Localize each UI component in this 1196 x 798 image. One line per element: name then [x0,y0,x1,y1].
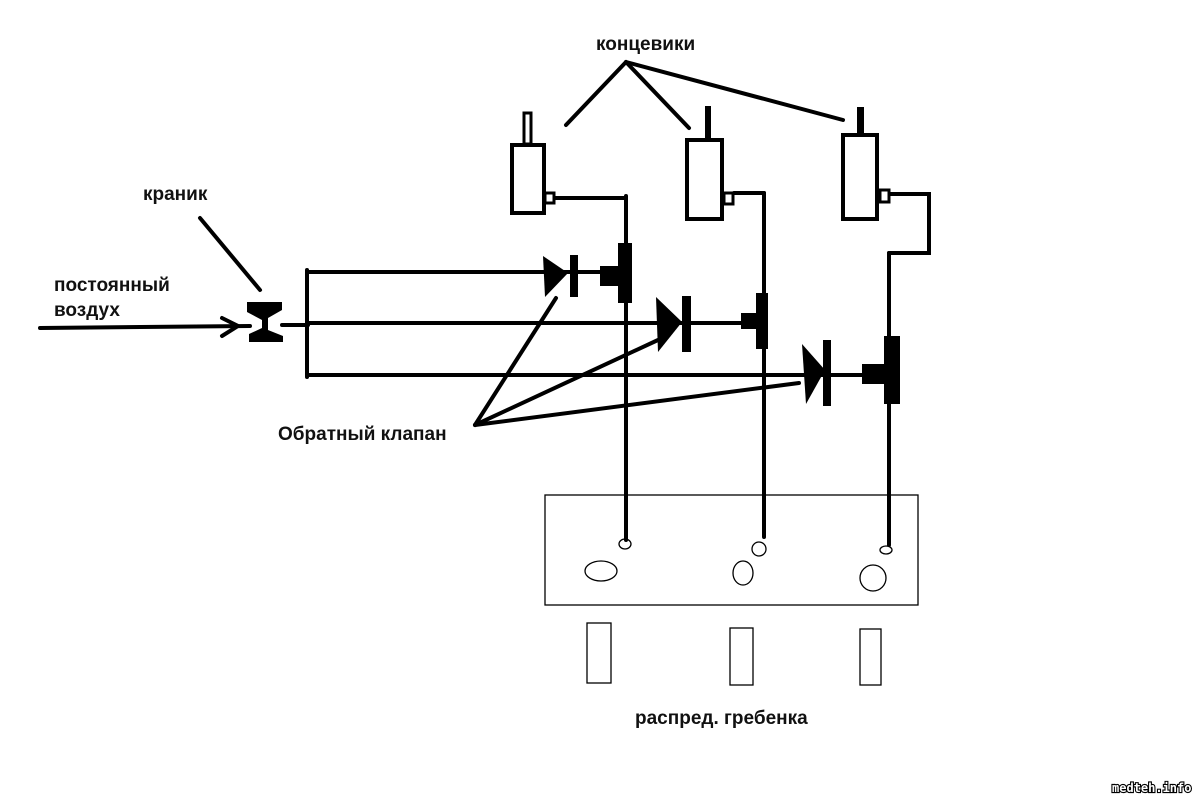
limit-switch-1 [510,111,628,215]
pilot-line-3-jog [886,192,931,255]
label-check-valve: Обратный клапан [278,424,447,445]
check-valve-1 [543,255,578,297]
check-valve-3 [802,340,831,406]
label-tap: краник [143,184,208,205]
label-supply-line1: постоянный [54,275,170,296]
manifold-block [544,494,919,606]
limit-switch-3 [841,107,891,221]
tap-valve-icon [247,302,283,342]
label-supply-line2: воздух [54,300,120,321]
manifold-port-small-3 [879,545,893,555]
manifold-port-large-1 [584,560,618,582]
manifold-port-small-1 [618,538,632,550]
manifold-port-small-2 [751,541,767,557]
limit-switch-2 [685,106,766,221]
watermark: medteh.info [1112,781,1191,795]
manifold-port-large-2 [732,560,754,586]
manifold-outlet-2 [729,627,754,686]
leader-limit-switches [564,60,845,130]
manifold-outlet-3 [859,628,882,686]
manifold-port-large-3 [859,564,887,592]
label-limit-switches: концевики [596,34,695,55]
actuator-3 [862,336,900,404]
check-valve-2 [656,296,691,352]
supply-inlet-arrow [38,316,252,338]
leader-tap [198,216,262,292]
label-manifold: распред. гребенка [635,708,808,729]
manifold-outlet-1 [586,622,612,684]
leader-check-valve [473,296,801,427]
